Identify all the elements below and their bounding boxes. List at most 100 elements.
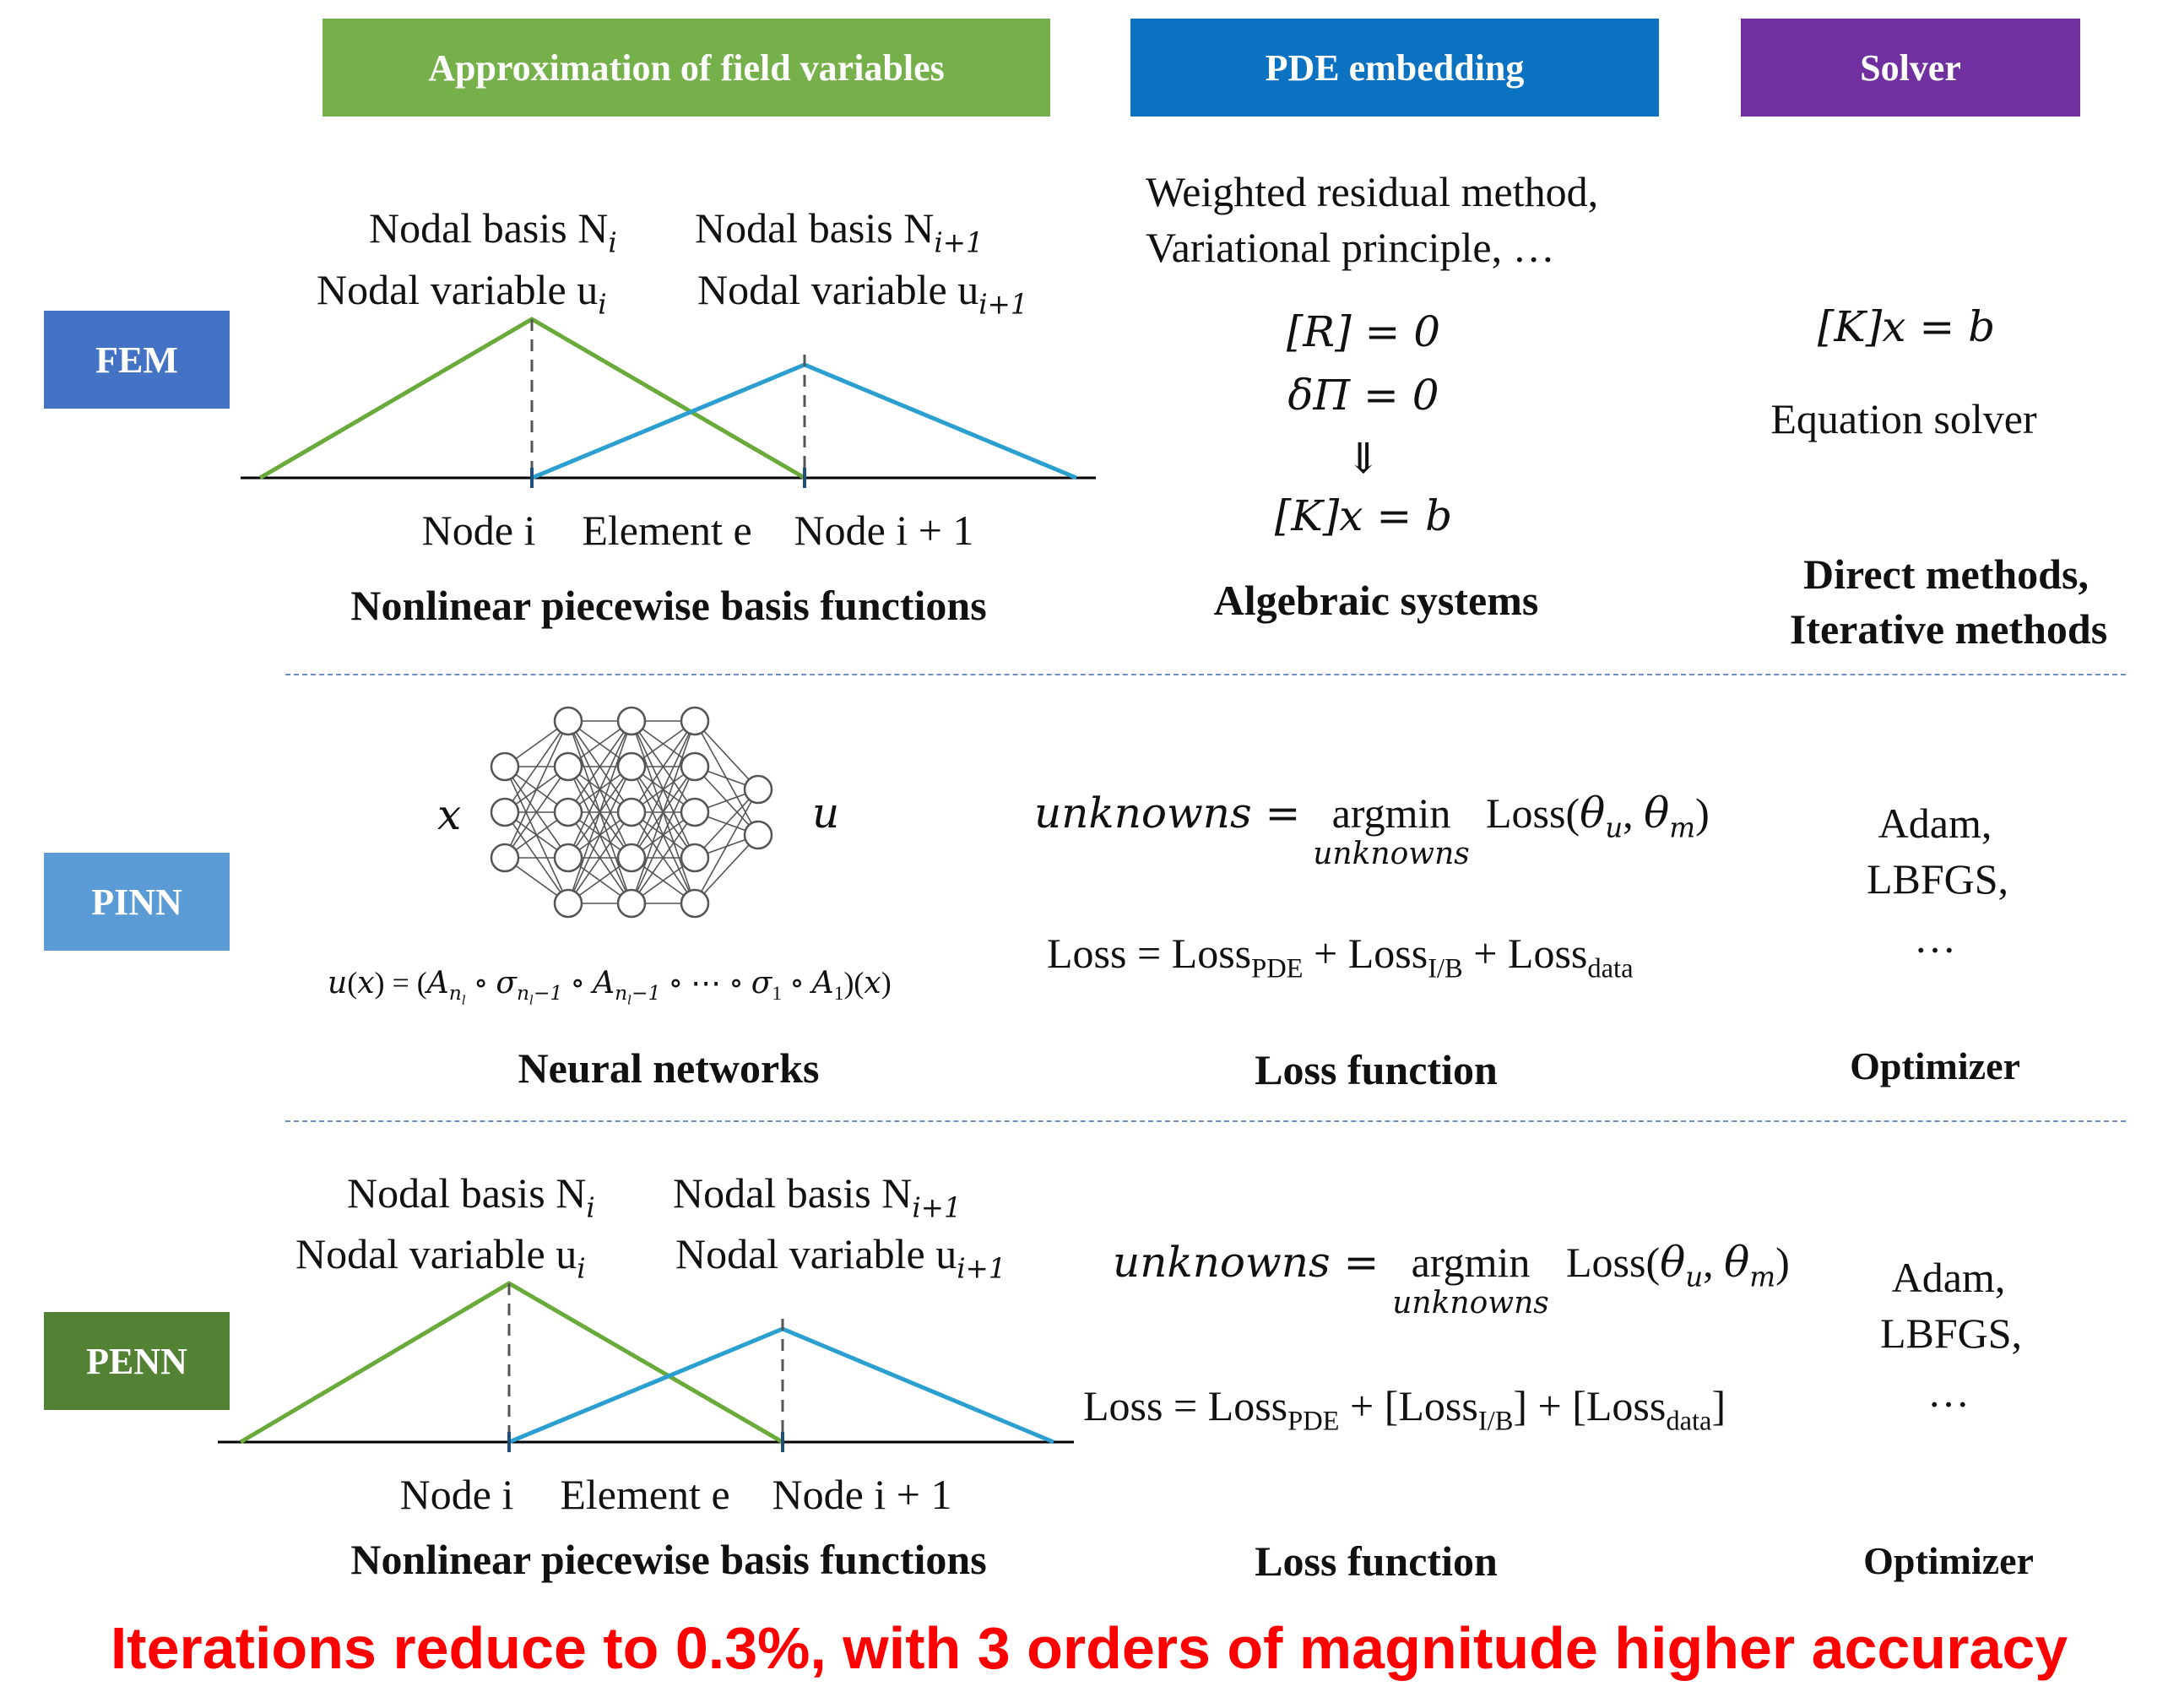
- fem-solver-caption-1: Direct methods,: [1803, 550, 2089, 598]
- pinn-opt-caption: Optimizer: [1850, 1044, 2020, 1087]
- nn-node: [616, 706, 647, 736]
- penn-basis-diagram: [218, 1281, 1074, 1452]
- header-solver-label: Solver: [1860, 46, 1961, 89]
- fem-basis-diagram: [241, 317, 1096, 488]
- fem-eq-pi: δΠ = 0: [1287, 371, 1439, 420]
- penn-argmin: argmin: [1411, 1239, 1531, 1286]
- fem-nodal-variable-i1: Nodal variable ui+1: [697, 266, 1028, 321]
- nn-edge: [694, 834, 759, 904]
- fem-element-e: Element e: [582, 507, 752, 554]
- row-label-penn: PENN: [44, 1312, 230, 1410]
- nn-edge: [504, 720, 569, 859]
- fem-nodal-variable-i: Nodal variable ui: [317, 266, 607, 321]
- pinn-opt-1: Adam,: [1878, 800, 1992, 847]
- nn-edge: [567, 720, 632, 904]
- nn-edge: [567, 720, 632, 859]
- pinn-argmin: argmin: [1331, 789, 1451, 837]
- neural-network-icon: [490, 706, 773, 919]
- header-solver: Solver: [1741, 19, 2080, 117]
- fem-solver-text: Equation solver: [1770, 395, 2037, 442]
- row-label-fem: FEM: [44, 311, 230, 409]
- penn-opt-3: …: [1927, 1369, 1970, 1416]
- nn-edge: [694, 720, 759, 790]
- nn-edge: [504, 766, 569, 859]
- penn-node-i: Node i: [399, 1471, 514, 1518]
- nn-edge: [694, 789, 759, 904]
- nn-node: [680, 751, 710, 782]
- row-label-fem-text: FEM: [95, 339, 178, 381]
- header-approximation: Approximation of field variables: [323, 19, 1050, 117]
- nn-node: [553, 751, 583, 782]
- nn-edge: [631, 720, 696, 813]
- nn-node: [553, 843, 583, 873]
- nn-node: [680, 797, 710, 827]
- pinn-loss-caption: Loss function: [1255, 1046, 1498, 1093]
- penn-opt-2: LBFGS,: [1879, 1309, 2023, 1357]
- penn-loss-caption: Loss function: [1255, 1537, 1498, 1585]
- penn-opt-caption: Optimizer: [1863, 1539, 2034, 1582]
- nn-edge: [694, 789, 759, 859]
- penn-nodal-basis-i1: Nodal basis Ni+1: [673, 1169, 962, 1224]
- penn-argmin-sub: unknowns: [1392, 1286, 1549, 1320]
- fem-nodal-basis-i1: Nodal basis Ni+1: [695, 204, 984, 259]
- nn-edge: [631, 766, 696, 904]
- fem-pde-line-2: Variational principle, …: [1146, 224, 1555, 271]
- footer-highlight: Iterations reduce to 0.3%, with 3 orders…: [110, 1615, 2068, 1681]
- header-pde-label: PDE embedding: [1265, 46, 1525, 89]
- nn-node: [616, 797, 647, 827]
- penn-node-i1: Node i + 1: [772, 1471, 952, 1518]
- nn-edge: [631, 811, 696, 904]
- penn-basis-caption: Nonlinear piecewise basis functions: [350, 1536, 987, 1583]
- fem-solver-eq: [K]x = b: [1817, 302, 1996, 351]
- pinn-loss-eq-rhs: Loss(θu, θm): [1486, 789, 1710, 844]
- header-pde-embedding: PDE embedding: [1130, 19, 1659, 117]
- fem-eq-k: [K]x = b: [1274, 491, 1453, 540]
- pinn-opt-2: LBFGS,: [1866, 855, 2009, 903]
- penn-nodal-basis-i: Nodal basis Ni: [347, 1169, 595, 1224]
- fem-pde-line-1: Weighted residual method,: [1146, 168, 1599, 215]
- penn-loss-eq-lhs: unknowns =: [1113, 1238, 1379, 1287]
- nn-node: [553, 888, 583, 919]
- nn-edge: [504, 720, 569, 813]
- nn-node: [680, 706, 710, 736]
- row-label-penn-text: PENN: [86, 1340, 187, 1382]
- fem-node-i: Node i: [421, 507, 536, 554]
- nn-node: [680, 888, 710, 919]
- nn-node: [553, 706, 583, 736]
- row-label-pinn: PINN: [44, 853, 230, 951]
- fem-pde-caption: Algebraic systems: [1213, 577, 1539, 624]
- row-label-pinn-text: PINN: [91, 881, 182, 923]
- nn-edge: [567, 720, 632, 813]
- nn-node: [616, 843, 647, 873]
- pinn-nn-formula: u(x) = (Anl ∘ σnl−1 ∘ Anl−1 ∘ ⋯ ∘ σ1 ∘ A…: [328, 966, 892, 1008]
- nn-node: [743, 774, 773, 805]
- penn-loss-eq-rhs: Loss(θu, θm): [1566, 1238, 1790, 1293]
- separator-2: [285, 1120, 2126, 1122]
- penn-opt-1: Adam,: [1891, 1254, 2006, 1301]
- pinn-opt-3: …: [1914, 914, 1956, 962]
- penn-loss-sum: Loss = LossPDE + [LossI/B] + [Lossdata]: [1083, 1382, 1726, 1437]
- pinn-argmin-sub: unknowns: [1313, 837, 1470, 871]
- nn-node: [743, 820, 773, 850]
- fem-nodal-basis-i: Nodal basis Ni: [369, 204, 617, 259]
- pinn-loss-sum: Loss = LossPDE + LossI/B + Lossdata: [1047, 930, 1634, 984]
- nn-node: [490, 797, 520, 827]
- nn-edge: [567, 766, 632, 904]
- pinn-input-x: x: [437, 790, 462, 839]
- penn-element-e: Element e: [560, 1471, 730, 1518]
- nn-edge: [631, 720, 696, 859]
- nn-node: [553, 797, 583, 827]
- nn-node: [616, 888, 647, 919]
- nn-node: [490, 843, 520, 873]
- separator-1: [285, 674, 2126, 675]
- nn-node: [490, 751, 520, 782]
- nn-edge: [567, 811, 632, 904]
- pinn-output-u: u: [812, 789, 840, 838]
- nn-node: [680, 843, 710, 873]
- fem-node-i1: Node i + 1: [794, 507, 974, 554]
- fem-arrow-down: ⇓: [1346, 435, 1381, 482]
- penn-nodal-variable-i1: Nodal variable ui+1: [675, 1230, 1006, 1285]
- fem-basis-caption: Nonlinear piecewise basis functions: [350, 582, 987, 629]
- fem-eq-r: [R] = 0: [1286, 307, 1441, 356]
